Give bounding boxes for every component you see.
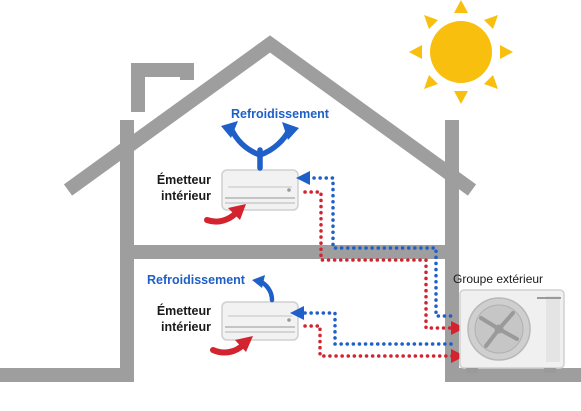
lower-warm-air-arrow xyxy=(210,336,253,356)
lower-indoor-unit-icon xyxy=(221,301,299,341)
upper-emitter-label-line1: Émetteur xyxy=(157,172,211,187)
lower-cooling-label: Refroidissement xyxy=(147,273,246,287)
line-arrowheads xyxy=(290,171,465,363)
cold-refrigerant-line-lower xyxy=(303,311,457,346)
warm-refrigerant-line-upper xyxy=(303,190,457,330)
fan-icon xyxy=(467,297,531,361)
outdoor-unit-icon xyxy=(459,289,565,373)
warm-refrigerant-line-lower xyxy=(303,324,457,358)
lower-cold-air-arrow xyxy=(252,275,275,303)
lower-emitter-label-line2: intérieur xyxy=(161,320,211,334)
upper-cooling-label: Refroidissement xyxy=(231,107,330,121)
outdoor-unit-label: Groupe extérieur xyxy=(453,272,543,286)
upper-emitter-label-line2: intérieur xyxy=(161,189,211,203)
upper-indoor-unit-icon xyxy=(221,169,299,211)
upper-warm-air-arrow xyxy=(204,204,246,225)
sun-icon xyxy=(409,0,513,104)
upper-cold-air-arrowheads xyxy=(221,121,299,140)
upper-cold-air-arrows xyxy=(228,125,292,171)
lower-emitter-label-line1: Émetteur xyxy=(157,303,211,318)
cold-refrigerant-line-upper xyxy=(312,176,457,318)
